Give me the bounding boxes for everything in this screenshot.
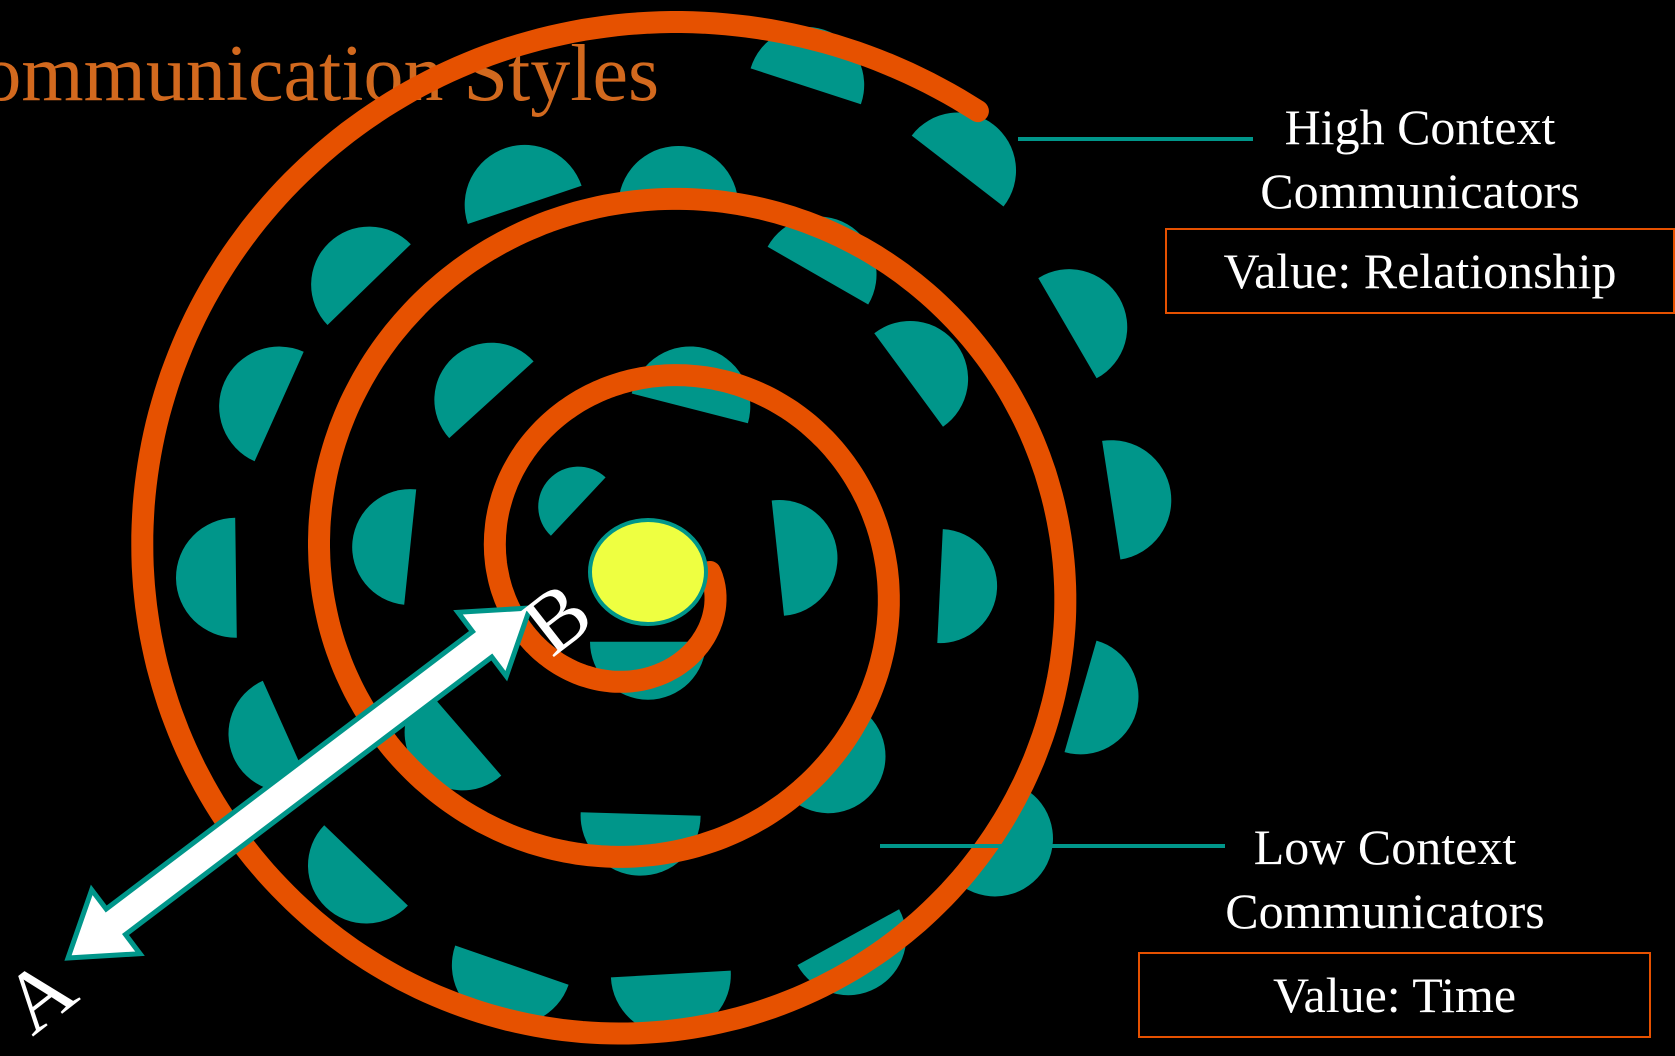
high-context-label: High Context Communicators — [1240, 95, 1600, 223]
low-context-label: Low Context Communicators — [1205, 815, 1565, 943]
person-26 — [1038, 269, 1128, 379]
person-5 — [434, 342, 534, 439]
low-context-value-box: Value: Time — [1138, 952, 1651, 1038]
person-17 — [175, 517, 237, 638]
person-3 — [771, 499, 838, 616]
person-10 — [937, 529, 998, 644]
person-18 — [228, 680, 311, 792]
person-16 — [219, 346, 304, 462]
person-1 — [538, 466, 606, 536]
low-context-value: Value: Time — [1272, 967, 1517, 1023]
person-11 — [874, 320, 969, 427]
person-14 — [464, 144, 582, 224]
high-context-line1: High Context — [1284, 99, 1556, 155]
high-context-value: Value: Relationship — [1223, 243, 1617, 299]
person-24 — [1064, 640, 1139, 755]
person-6 — [352, 489, 417, 605]
person-7 — [404, 687, 502, 791]
person-27 — [911, 112, 1017, 207]
spiral-line — [131, 11, 1077, 1045]
person-25 — [1102, 440, 1172, 560]
person-19 — [307, 825, 408, 924]
center-circle — [588, 518, 708, 626]
low-context-line1: Low Context — [1253, 819, 1517, 875]
high-context-line2: Communicators — [1260, 163, 1580, 219]
high-context-value-box: Value: Relationship — [1165, 228, 1675, 314]
double-arrow — [64, 605, 534, 961]
person-15 — [311, 226, 411, 325]
low-context-line2: Communicators — [1225, 883, 1545, 939]
